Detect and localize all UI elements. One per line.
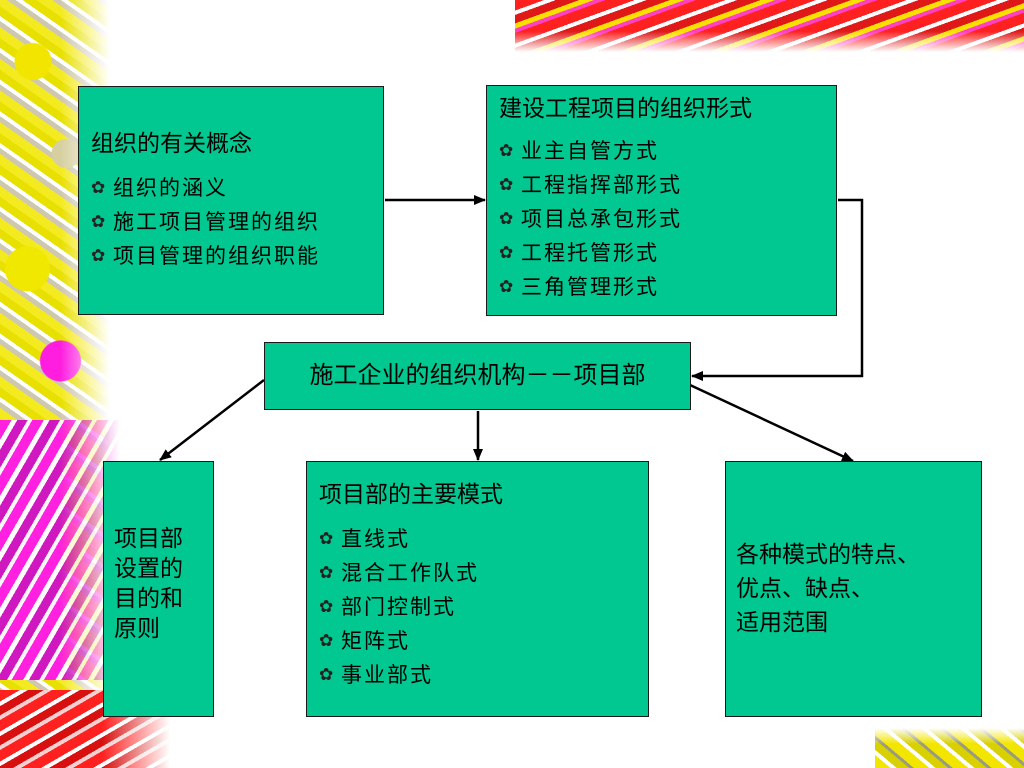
decorative-border-left-magenta xyxy=(0,420,120,680)
list-item: ✿项目管理的组织职能 xyxy=(91,239,383,273)
list-item-text: 直线式 xyxy=(341,527,410,551)
project-department-box: 施工企业的组织机构－－项目部 xyxy=(264,342,691,410)
list-item: ✿事业部式 xyxy=(319,658,648,692)
flower-bullet-icon: ✿ xyxy=(319,597,336,617)
purpose-principles-box: 项目部设置的目的和原则 xyxy=(103,461,214,717)
list-item-text: 混合工作队式 xyxy=(341,561,479,585)
flower-bullet-icon: ✿ xyxy=(499,277,516,297)
list-item-text: 业主自管方式 xyxy=(521,139,659,163)
decorative-border-bottom-right xyxy=(875,728,1024,768)
flower-bullet-icon: ✿ xyxy=(319,631,336,651)
decorative-border-top-right xyxy=(515,0,1024,52)
list-item-text: 工程指挥部形式 xyxy=(521,173,682,197)
list-item: ✿矩阵式 xyxy=(319,624,648,658)
forms-title: 建设工程项目的组织形式 xyxy=(499,96,752,121)
arrow-center-to-purpose xyxy=(159,379,265,461)
modes-title: 项目部的主要模式 xyxy=(319,482,503,507)
flower-bullet-icon: ✿ xyxy=(499,141,516,161)
mode-features-box: 各种模式的特点、 优点、缺点、 适用范围 xyxy=(725,461,982,717)
list-item: ✿直线式 xyxy=(319,522,648,556)
organization-forms-box: 建设工程项目的组织形式 ✿业主自管方式 ✿工程指挥部形式 ✿项目总承包形式 ✿工… xyxy=(486,85,837,316)
concepts-box: 组织的有关概念 ✿组织的涵义 ✿施工项目管理的组织 ✿项目管理的组织职能 xyxy=(78,86,384,315)
list-item-text: 部门控制式 xyxy=(341,595,456,619)
list-item: ✿工程托管形式 xyxy=(499,236,836,270)
list-item: ✿部门控制式 xyxy=(319,590,648,624)
flower-bullet-icon: ✿ xyxy=(91,246,108,266)
list-item-text: 项目管理的组织职能 xyxy=(113,244,320,268)
list-item-text: 工程托管形式 xyxy=(521,241,659,265)
list-item: ✿三角管理形式 xyxy=(499,270,836,304)
list-item: ✿工程指挥部形式 xyxy=(499,168,836,202)
flower-bullet-icon: ✿ xyxy=(499,209,516,229)
flower-bullet-icon: ✿ xyxy=(319,529,336,549)
flower-bullet-icon: ✿ xyxy=(499,175,516,195)
list-item-text: 三角管理形式 xyxy=(521,275,659,299)
flower-bullet-icon: ✿ xyxy=(319,665,336,685)
purpose-title: 项目部设置的目的和原则 xyxy=(114,526,183,641)
list-item: ✿项目总承包形式 xyxy=(499,202,836,236)
flower-bullet-icon: ✿ xyxy=(91,212,108,232)
features-line: 各种模式的特点、 xyxy=(736,542,920,567)
concepts-title: 组织的有关概念 xyxy=(91,131,252,156)
center-title: 施工企业的组织机构－－项目部 xyxy=(309,363,646,389)
list-item: ✿混合工作队式 xyxy=(319,556,648,590)
flower-bullet-icon: ✿ xyxy=(91,178,108,198)
flower-bullet-icon: ✿ xyxy=(319,563,336,583)
list-item: ✿业主自管方式 xyxy=(499,134,836,168)
list-item: ✿施工项目管理的组织 xyxy=(91,205,383,239)
arrow-forms-to-center xyxy=(691,198,864,381)
concepts-list: ✿组织的涵义 ✿施工项目管理的组织 ✿项目管理的组织职能 xyxy=(91,171,383,273)
forms-list: ✿业主自管方式 ✿工程指挥部形式 ✿项目总承包形式 ✿工程托管形式 ✿三角管理形… xyxy=(499,134,836,304)
arrow-center-to-features xyxy=(689,383,854,463)
features-text: 各种模式的特点、 优点、缺点、 适用范围 xyxy=(736,538,981,640)
list-item: ✿组织的涵义 xyxy=(91,171,383,205)
flower-bullet-icon: ✿ xyxy=(499,243,516,263)
features-line: 优点、缺点、 xyxy=(736,576,874,601)
list-item-text: 组织的涵义 xyxy=(113,176,228,200)
modes-list: ✿直线式 ✿混合工作队式 ✿部门控制式 ✿矩阵式 ✿事业部式 xyxy=(319,522,648,692)
list-item-text: 施工项目管理的组织 xyxy=(113,210,320,234)
list-item-text: 矩阵式 xyxy=(341,629,410,653)
list-item-text: 项目总承包形式 xyxy=(521,207,682,231)
list-item-text: 事业部式 xyxy=(341,663,433,687)
features-line: 适用范围 xyxy=(736,610,828,635)
main-modes-box: 项目部的主要模式 ✿直线式 ✿混合工作队式 ✿部门控制式 ✿矩阵式 ✿事业部式 xyxy=(306,461,649,717)
